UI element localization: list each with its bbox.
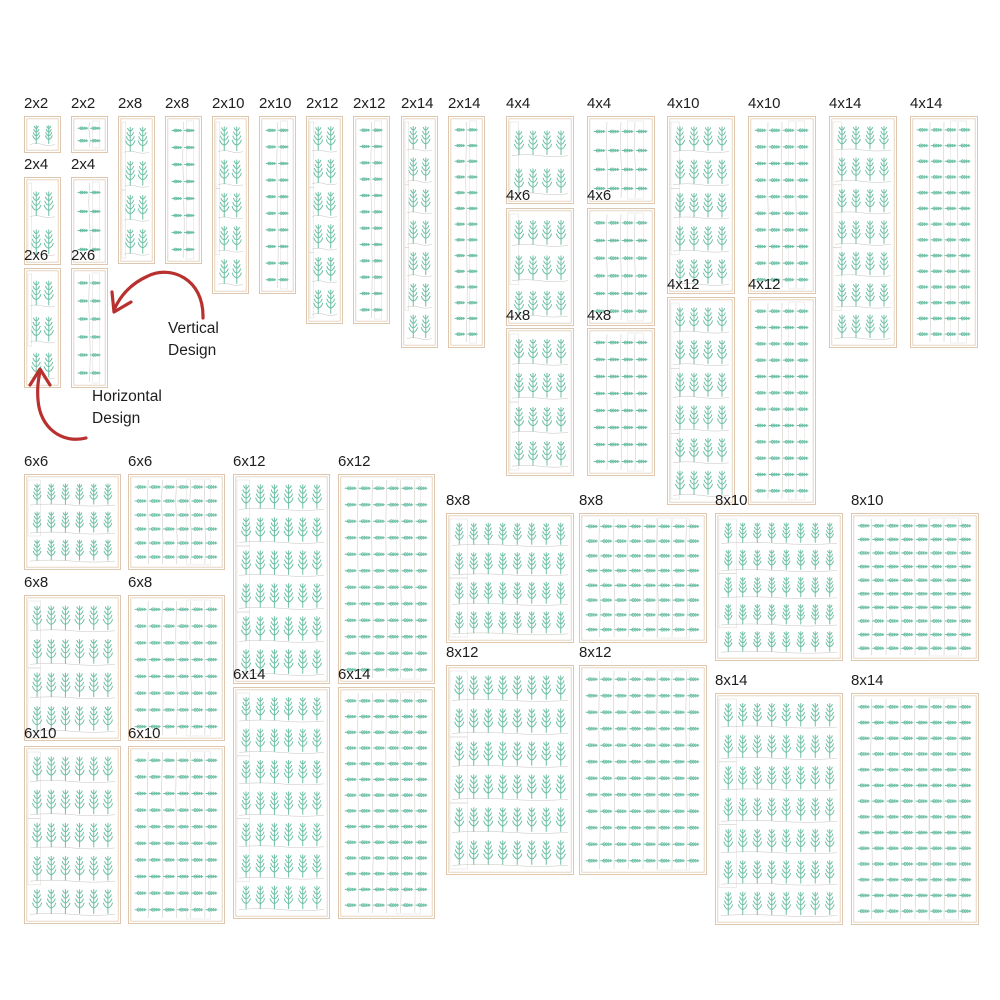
tile-pattern-vertical (128, 595, 225, 741)
tile-pattern-vertical (910, 116, 978, 348)
tile-size-label: 8x14 (851, 672, 884, 689)
tile-size-label: 4x6 (506, 187, 531, 204)
tile-pattern-vertical (128, 474, 225, 570)
tile-size-label: 2x8 (118, 95, 143, 112)
tile-size-label: 6x6 (24, 453, 49, 470)
tile-pattern-horizontal (233, 687, 330, 919)
tile-pattern-vertical (128, 746, 225, 924)
tile-size-label: 4x14 (829, 95, 862, 112)
tile-size-label: 4x8 (506, 307, 531, 324)
tile-size-label: 2x2 (24, 95, 49, 112)
tile-size-label: 6x12 (338, 453, 371, 470)
tile-pattern-horizontal (715, 513, 843, 661)
tile-size-label: 2x4 (24, 156, 49, 173)
tile-size-label: 4x12 (667, 276, 700, 293)
tile-size-label: 2x14 (401, 95, 434, 112)
tile-pattern-horizontal (667, 297, 735, 505)
vertical-note-line-2: Design (168, 342, 217, 359)
tile-pattern-horizontal (24, 268, 61, 388)
tile-pattern-horizontal (306, 116, 343, 324)
tile-size-label: 6x10 (128, 725, 161, 742)
tile-size-label: 6x14 (338, 666, 371, 683)
tile-pattern-vertical (448, 116, 485, 348)
tile-pattern-horizontal (506, 116, 574, 204)
tile-pattern-vertical (338, 687, 435, 919)
tile-pattern-horizontal (212, 116, 249, 294)
tile-size-label: 8x14 (715, 672, 748, 689)
tile-size-label: 8x8 (579, 492, 604, 509)
tile-size-label: 2x14 (448, 95, 481, 112)
tile-pattern-horizontal (24, 116, 61, 153)
tile-pattern-vertical (259, 116, 296, 294)
tile-size-label: 2x10 (259, 95, 292, 112)
tile-pattern-vertical (71, 268, 108, 388)
tile-pattern-horizontal (715, 693, 843, 925)
tile-pattern-horizontal (233, 474, 330, 684)
tile-size-label: 2x8 (165, 95, 190, 112)
tile-pattern-horizontal (446, 665, 574, 875)
tile-size-label: 4x10 (667, 95, 700, 112)
tile-size-label: 4x4 (506, 95, 531, 112)
tile-size-label: 6x6 (128, 453, 153, 470)
tile-size-label: 8x12 (579, 644, 612, 661)
tile-pattern-vertical (748, 116, 816, 294)
tile-pattern-horizontal (24, 474, 121, 570)
tile-pattern-vertical (851, 693, 979, 925)
tile-size-label: 4x10 (748, 95, 781, 112)
tile-pattern-vertical (165, 116, 202, 264)
horizontal-note-line-2: Design (92, 410, 141, 427)
tile-size-label: 8x10 (715, 492, 748, 509)
tile-pattern-vertical (353, 116, 390, 324)
tile-pattern-vertical (587, 208, 655, 326)
tile-pattern-horizontal (24, 595, 121, 741)
tile-pattern-vertical (71, 177, 108, 265)
tile-pattern-vertical (851, 513, 979, 661)
tile-size-label: 2x12 (306, 95, 339, 112)
tile-size-label: 2x4 (71, 156, 96, 173)
tile-pattern-horizontal (829, 116, 897, 348)
tile-pattern-horizontal (506, 208, 574, 326)
tile-size-label: 4x4 (587, 95, 612, 112)
tile-pattern-vertical (579, 513, 707, 643)
tile-size-label: 2x12 (353, 95, 386, 112)
tile-size-label: 2x6 (24, 247, 49, 264)
tile-size-label: 8x12 (446, 644, 479, 661)
tile-size-label: 6x8 (24, 574, 49, 591)
tile-size-label: 6x8 (128, 574, 153, 591)
horizontal-design-note: Horizontal Design (92, 386, 162, 430)
tile-pattern-vertical (748, 297, 816, 505)
tile-pattern-vertical (579, 665, 707, 875)
tile-pattern-horizontal (24, 177, 61, 265)
tile-size-label: 2x10 (212, 95, 245, 112)
tile-pattern-horizontal (24, 746, 121, 924)
vertical-design-note: Vertical Design (168, 318, 219, 362)
tile-pattern-horizontal (118, 116, 155, 264)
tile-pattern-horizontal (506, 328, 574, 476)
vertical-note-line-1: Vertical (168, 320, 219, 337)
horizontal-note-line-1: Horizontal (92, 388, 162, 405)
tile-size-label: 4x14 (910, 95, 943, 112)
tile-size-label: 6x12 (233, 453, 266, 470)
tile-size-label: 4x12 (748, 276, 781, 293)
tile-size-label: 4x6 (587, 187, 612, 204)
tile-size-label: 4x8 (587, 307, 612, 324)
tile-size-label: 6x10 (24, 725, 57, 742)
tile-size-label: 2x2 (71, 95, 96, 112)
tile-pattern-horizontal (401, 116, 438, 348)
tile-size-label: 8x8 (446, 492, 471, 509)
tile-size-label: 6x14 (233, 666, 266, 683)
tile-pattern-vertical (587, 328, 655, 476)
tile-pattern-vertical (587, 116, 655, 204)
tile-pattern-horizontal (446, 513, 574, 643)
tile-pattern-horizontal (667, 116, 735, 294)
tile-size-label: 8x10 (851, 492, 884, 509)
tile-pattern-vertical (338, 474, 435, 684)
tile-pattern-vertical (71, 116, 108, 153)
tile-size-label: 2x6 (71, 247, 96, 264)
